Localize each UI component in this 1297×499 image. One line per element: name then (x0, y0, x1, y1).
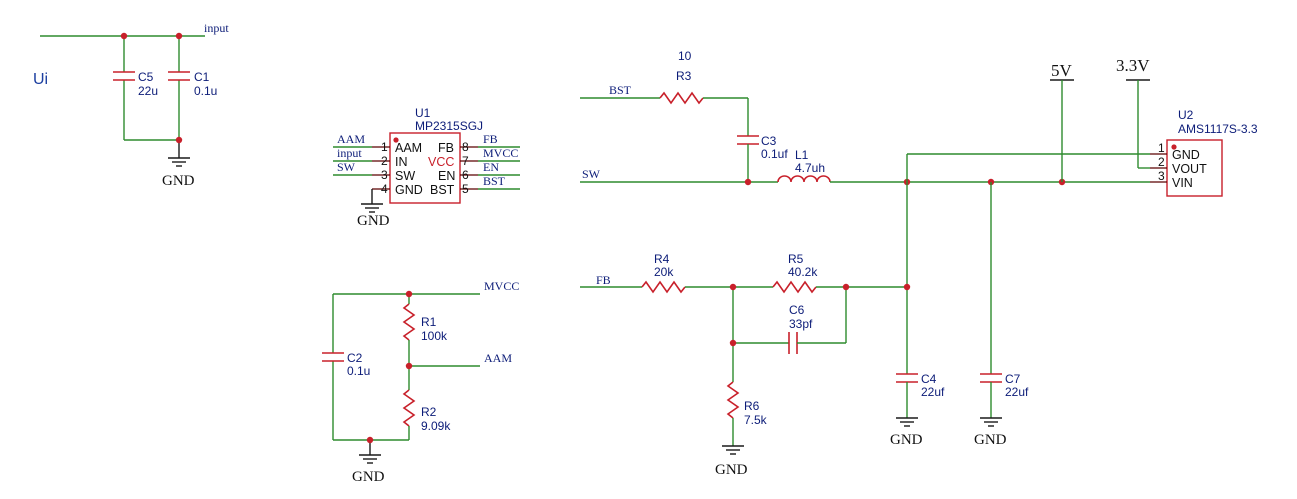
u2-pin-name: GND (1172, 148, 1200, 162)
net-label-bst: BST (483, 174, 506, 188)
c4-ref: C4 (921, 372, 937, 386)
u1-part: MP2315SGJ (415, 119, 483, 133)
u2-pin-num: 1 (1158, 141, 1165, 155)
u1-pin-name: FB (438, 141, 454, 155)
net-label-3v3: 3.3V (1116, 56, 1150, 75)
u1-pin-name: AAM (395, 141, 422, 155)
l1-value: 4.7uh (795, 161, 825, 175)
u1-pin-num: 6 (462, 168, 469, 182)
net-label-bst: BST (609, 83, 632, 97)
net-label-aam: AAM (337, 132, 365, 146)
u1-pin-name: SW (395, 169, 415, 183)
input-cap-section (40, 32, 205, 167)
r6-ref: R6 (744, 399, 760, 413)
u1-pin-num: 4 (381, 182, 388, 196)
gnd-label: GND (162, 173, 195, 189)
net-label-5v: 5V (1051, 61, 1073, 80)
gnd-label: GND (890, 432, 923, 448)
c1-ref: C1 (194, 70, 210, 84)
gnd-label: GND (715, 462, 748, 478)
gnd-label: GND (974, 432, 1007, 448)
u2-pin-name: VOUT (1172, 162, 1207, 176)
r5-value: 40.2k (788, 265, 818, 279)
net-label-sw: SW (337, 160, 356, 174)
buck-output-section (580, 79, 1150, 455)
net-label-fb: FB (483, 132, 498, 146)
u1-pin-num: 3 (381, 168, 388, 182)
r5-ref: R5 (788, 252, 804, 266)
r3-value: 10 (678, 49, 692, 63)
gnd-symbol (980, 417, 1002, 427)
u2-part: AMS1117S-3.3 (1178, 122, 1258, 136)
r6-value: 7.5k (744, 413, 768, 427)
gnd-label: GND (352, 469, 385, 485)
u2-pin-num: 2 (1158, 155, 1165, 169)
net-label-en: EN (483, 160, 499, 174)
c2-value: 0.1u (347, 364, 370, 378)
u1-pin-name: IN (395, 155, 408, 169)
u1-pin-num: 5 (462, 182, 469, 196)
u1-pin-num: 7 (462, 154, 469, 168)
c7-value: 22uf (1005, 385, 1029, 399)
u1-pin-num: 1 (381, 140, 388, 154)
c1-value: 0.1u (194, 84, 217, 98)
u1-pin-num: 2 (381, 154, 388, 168)
c6-value: 33pf (789, 317, 813, 331)
u1-pin-name: VCC (428, 155, 454, 169)
c7-ref: C7 (1005, 372, 1021, 386)
r4-value: 20k (654, 265, 674, 279)
gnd-label: GND (357, 213, 390, 229)
c6-ref: C6 (789, 303, 805, 317)
u1-pin-name: GND (395, 183, 423, 197)
c5-ref: C5 (138, 70, 154, 84)
l1-ref: L1 (795, 148, 809, 162)
mvcc-divider-section (322, 290, 480, 464)
u1-ic (333, 132, 520, 213)
c3-ref: C3 (761, 134, 777, 148)
gnd-symbol (361, 203, 383, 213)
gnd-symbol (722, 445, 744, 455)
u2-ref: U2 (1178, 108, 1194, 122)
u1-pin-name: BST (430, 183, 455, 197)
c4-value: 22uf (921, 385, 945, 399)
gnd-symbol (896, 417, 918, 427)
r2-ref: R2 (421, 405, 437, 419)
u1-ref: U1 (415, 106, 431, 120)
net-label-fb: FB (596, 273, 611, 287)
net-label-mvcc: MVCC (483, 146, 518, 160)
u1-pin-num: 8 (462, 140, 469, 154)
c2-ref: C2 (347, 351, 363, 365)
r2-value: 9.09k (421, 419, 451, 433)
gnd-symbol (168, 157, 190, 167)
net-label-input: input (337, 146, 362, 160)
u2-pin-name: VIN (1172, 176, 1193, 190)
r4-ref: R4 (654, 252, 670, 266)
r1-value: 100k (421, 329, 448, 343)
net-label-input: input (204, 21, 229, 35)
r1-ref: R1 (421, 315, 437, 329)
r3-ref: R3 (676, 69, 692, 83)
c5-value: 22u (138, 84, 158, 98)
u1-pin-name: EN (438, 169, 455, 183)
u2-ic (1150, 139, 1223, 197)
net-label-aam: AAM (484, 351, 512, 365)
net-label-sw: SW (582, 167, 601, 181)
net-label-mvcc: MVCC (484, 279, 519, 293)
u2-pin-num: 3 (1158, 169, 1165, 183)
gnd-symbol (359, 454, 381, 464)
ui-label: Ui (33, 71, 48, 88)
c3-value: 0.1uf (761, 147, 788, 161)
